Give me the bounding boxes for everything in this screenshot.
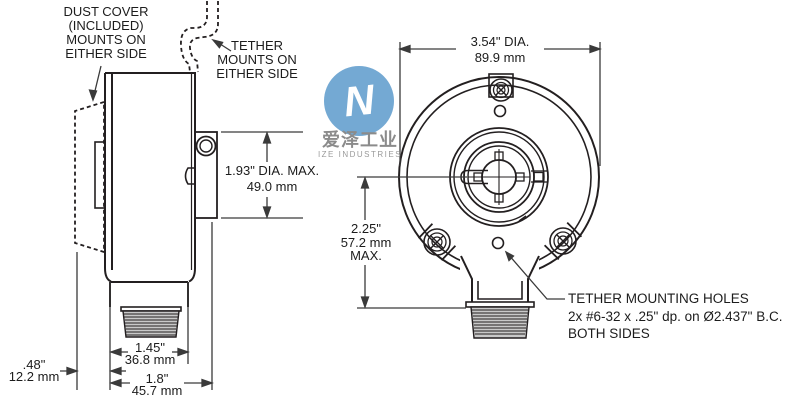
- dim-overall-depth: 1.8" 45.7 mm: [131, 371, 183, 398]
- dim-cover-depth: .48" 12.2 mm: [8, 357, 60, 384]
- dust-cover-outline: [74, 100, 105, 254]
- bottom-right-screw: [543, 221, 583, 261]
- dust-cover-note: DUST COVER (INCLUDED) MOUNTS ON EITHER S…: [63, 4, 149, 61]
- tether-outline: [180, 1, 219, 73]
- top-screw: [488, 73, 514, 102]
- threads-side: [122, 310, 180, 338]
- watermark-en-text: IZE INDUSTRIES: [317, 150, 403, 159]
- watermark-logo-letter: N: [341, 75, 377, 126]
- watermark-logo: N: [324, 66, 394, 136]
- bottom-left-screw: [417, 223, 457, 261]
- dimension-lines: [60, 38, 602, 390]
- dim-body-dia: 1.93" DIA. MAX. 49.0 mm: [224, 163, 320, 194]
- hub: [460, 141, 547, 213]
- tether-hole-top: [493, 104, 507, 118]
- dim-flange-dia: 3.54" DIA. 89.9 mm: [470, 34, 530, 65]
- tether-hole-bottom: [491, 236, 505, 250]
- tether-mount-note: TETHER MOUNTS ON EITHER SIDE: [216, 38, 298, 81]
- cover-plate: [94, 141, 106, 209]
- dim-body-depth: 1.45" 36.8 mm: [124, 340, 176, 367]
- tether-plate: [194, 131, 218, 219]
- tether-holes-note: TETHER MOUNTING HOLES 2x #6-32 x .25" dp…: [568, 291, 783, 341]
- side-view: [74, 1, 219, 338]
- front-view: [398, 73, 600, 339]
- housing-body: [104, 72, 196, 283]
- dim-height-max: 2.25" 57.2 mm MAX.: [340, 221, 392, 263]
- connector-front: [460, 255, 540, 339]
- clip-notch: [184, 167, 195, 185]
- watermark-cn-text: 爱泽工业: [322, 130, 398, 150]
